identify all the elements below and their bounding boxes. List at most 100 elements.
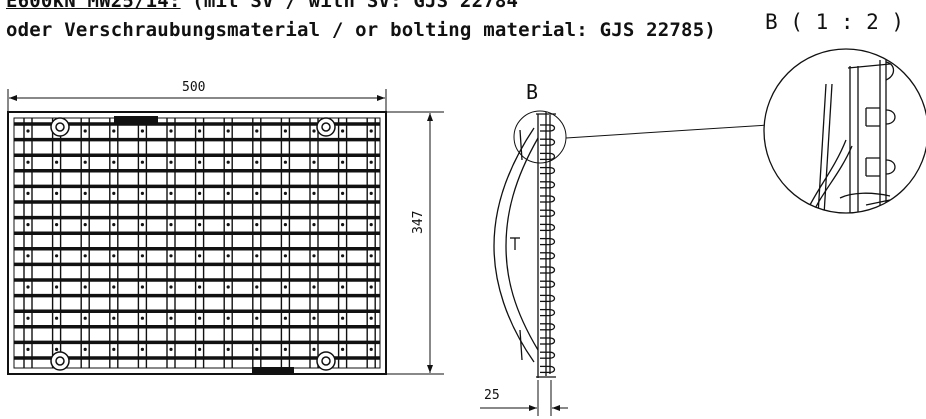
grate-dot — [198, 223, 202, 227]
side-tooth — [540, 124, 556, 132]
grate-dot — [283, 347, 287, 351]
grate-dot — [26, 191, 30, 195]
grate-dot — [112, 316, 116, 320]
grate-dot — [198, 316, 202, 320]
grate-dot — [83, 347, 87, 351]
grate-dot — [226, 160, 230, 164]
side-tooth — [540, 308, 556, 317]
grate-dot — [83, 254, 87, 258]
grate-dot — [283, 254, 287, 258]
grate-dot — [255, 285, 259, 289]
grate-dot — [112, 129, 116, 133]
side-view — [493, 110, 567, 378]
grate-dot — [198, 347, 202, 351]
grate-dot — [369, 285, 373, 289]
grate-dot — [169, 254, 173, 258]
side-tooth — [540, 337, 556, 345]
detail-tooth-2 — [865, 157, 896, 177]
grate-dot — [112, 254, 116, 258]
side-tooth — [540, 166, 556, 175]
grate-dot — [55, 347, 59, 351]
grate-dot — [55, 160, 59, 164]
grate-dot — [369, 347, 373, 351]
grate-dot — [369, 254, 373, 258]
corner-bolt-tl — [50, 117, 70, 137]
grate-dot — [198, 160, 202, 164]
side-tooth — [540, 181, 556, 189]
side-tooth — [540, 351, 556, 359]
width-dim-label: 500 — [182, 80, 206, 95]
grate-inner-frame — [13, 117, 381, 369]
grate-dot — [26, 223, 30, 227]
grate-dot — [255, 129, 259, 133]
grate-dot — [140, 160, 144, 164]
grate-dot — [255, 254, 259, 258]
material-note-1: (mit SV / with SV: GJS 22784 — [180, 0, 519, 12]
grate-dot — [55, 223, 59, 227]
grate-dot — [140, 223, 144, 227]
grate-dot — [255, 347, 259, 351]
grate-dot — [369, 191, 373, 195]
height-dim-label: 347 — [411, 210, 426, 234]
side-tooth — [540, 138, 556, 146]
grate-dot — [83, 160, 87, 164]
grate-dot — [312, 254, 316, 258]
width-dimension — [7, 89, 387, 112]
grate-dot — [283, 316, 287, 320]
grate-horizontal-bars — [14, 122, 380, 360]
grate-dot — [55, 316, 59, 320]
grate-dot — [112, 347, 116, 351]
grate-dot — [169, 160, 173, 164]
grate-dot — [312, 347, 316, 351]
grate-dot — [55, 285, 59, 289]
grate-dot — [369, 316, 373, 320]
grate-dot — [55, 191, 59, 195]
grate-dot — [341, 347, 345, 351]
corner-bolt-tr — [316, 117, 336, 137]
grate-dot — [83, 223, 87, 227]
grate-dot — [283, 223, 287, 227]
grate-dot — [226, 191, 230, 195]
grate-dot — [169, 191, 173, 195]
grate-dot — [341, 160, 345, 164]
grate-dot — [369, 129, 373, 133]
side-tooth — [540, 294, 556, 303]
detail-label: B ( 1 : 2 ) — [765, 10, 905, 34]
grate-dot — [112, 285, 116, 289]
detail-tooth-1 — [865, 107, 896, 127]
grate-dot — [226, 129, 230, 133]
grate-bolt-dots — [26, 129, 373, 351]
grate-dot — [312, 223, 316, 227]
grate-dot — [26, 129, 30, 133]
grate-dot — [198, 191, 202, 195]
grate-dot — [283, 285, 287, 289]
grate-dot — [83, 285, 87, 289]
grate-dot — [226, 347, 230, 351]
side-tooth — [540, 266, 556, 274]
logo-plate-bottom — [252, 367, 294, 374]
grate-dot — [341, 223, 345, 227]
grate-dot — [169, 223, 173, 227]
grate-dot — [283, 191, 287, 195]
grate-dot — [226, 223, 230, 227]
grate-dot — [169, 285, 173, 289]
corner-bolt-br — [316, 351, 336, 371]
grate-dot — [198, 129, 202, 133]
thickness-dimension — [480, 380, 568, 416]
side-tooth — [540, 237, 556, 246]
grate-dot — [198, 254, 202, 258]
load-class-label: E600kN MW25/14: — [6, 0, 181, 12]
grate-dot — [255, 223, 259, 227]
grate-dot — [140, 254, 144, 258]
side-tooth — [540, 152, 556, 161]
grate-dot — [312, 191, 316, 195]
grate-dot — [140, 316, 144, 320]
grate-dot — [226, 285, 230, 289]
grate-dot — [255, 316, 259, 320]
grate-dot — [226, 254, 230, 258]
grate-dot — [283, 160, 287, 164]
thickness-dim-label: 25 — [484, 388, 500, 403]
grate-dot — [226, 316, 230, 320]
logo-plate-top — [114, 116, 158, 123]
grate-dot — [312, 285, 316, 289]
